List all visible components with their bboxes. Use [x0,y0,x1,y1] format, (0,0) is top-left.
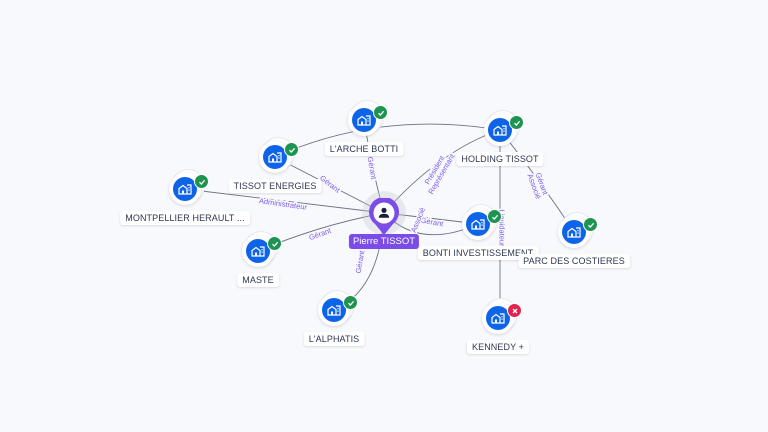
company-avatar[interactable] [482,302,514,334]
building-icon [251,246,265,257]
company-name-label[interactable]: L'ALPHATIS [303,332,365,346]
active-status-icon [343,295,358,310]
edge-label: PrésidentPrésidentReprésentantReprésenta… [421,150,458,197]
company-avatar[interactable] [259,141,291,173]
check-icon [347,300,354,306]
edge-label-text: Administrateur [258,196,308,212]
edge-center-montpellier [184,188,385,214]
check-icon [271,241,278,247]
person-icon [378,207,390,218]
check-icon [288,147,295,153]
active-status-icon [583,217,598,232]
active-status-icon [284,142,299,157]
company-name-label[interactable]: TISSOT ENERGIES [228,179,322,193]
company-avatar[interactable] [242,235,274,267]
check-icon [377,110,384,116]
active-status-icon [487,209,502,224]
building-icon [327,305,341,316]
edge-label-text: Gérant [308,226,333,243]
closed-status-icon [507,303,522,318]
check-icon [587,222,594,228]
company-name-label[interactable]: KENNEDY + [466,340,530,354]
active-status-icon [267,236,282,251]
company-name-label[interactable]: BONTI INVESTISSEMENT [417,246,539,260]
edge-label-text: Liquidateur [498,209,507,247]
company-name-label[interactable]: HOLDING TISSOT [456,152,544,166]
building-icon [471,219,485,230]
cross-icon [512,308,517,313]
edge-label-text: Gérant [420,216,445,229]
edge-label-text: Gérant [366,156,379,181]
check-icon [198,179,205,185]
edge-tissot_energies-holding [274,123,501,158]
active-status-icon [509,115,524,130]
company-name-label[interactable]: PARC DES COSTIERES [518,254,630,268]
building-icon [268,152,282,163]
building-icon [178,184,192,195]
company-name-label[interactable]: L'ARCHE BOTTI [324,142,404,156]
edge-label-text: Gérant [318,173,342,195]
check-icon [491,214,498,220]
edge-label-text: Gérant [354,249,367,274]
person-pin-icon [369,198,399,235]
company-name-label[interactable]: MONTPELLIER HERAULT ... [120,211,250,225]
person-name-label[interactable]: Pierre TISSOT [348,234,420,249]
check-icon [513,120,520,126]
building-icon [357,115,371,126]
building-icon [567,227,581,238]
company-name-label[interactable]: MASTE [237,273,279,287]
building-icon [491,313,505,324]
active-status-icon [373,105,388,120]
company-avatar[interactable] [558,216,590,248]
active-status-icon [194,174,209,189]
company-avatar[interactable] [318,294,350,326]
building-icon [493,125,507,136]
